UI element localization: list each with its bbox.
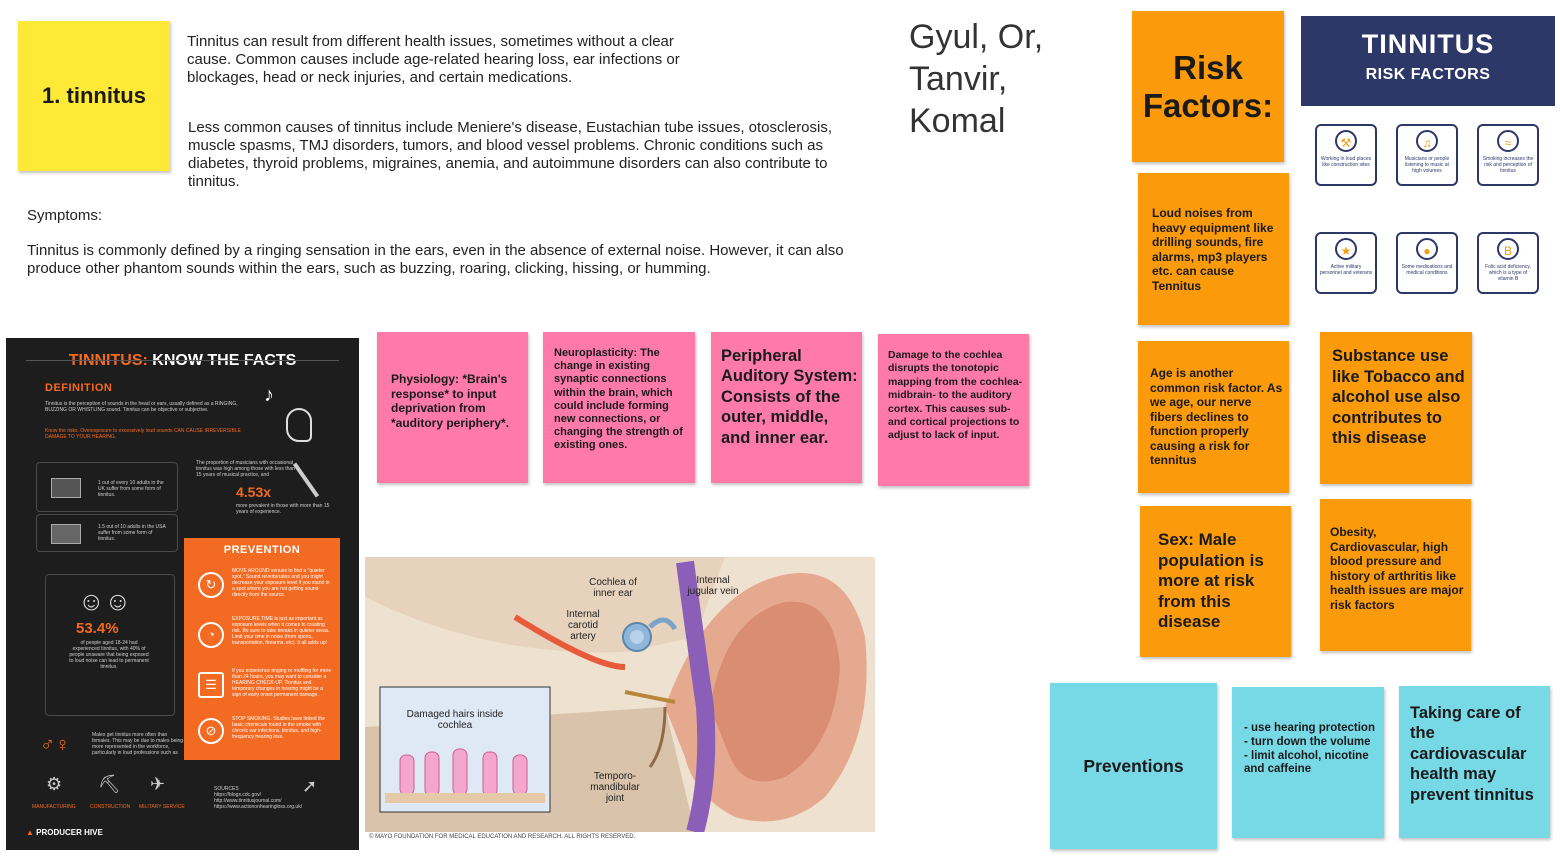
label-cochlea: Cochlea of inner ear (589, 577, 637, 599)
category-military: MILITARY SERVICE (139, 804, 185, 810)
uk-stat-text: 1 out of every 10 adults in the UK suffe… (98, 480, 164, 498)
peripheral-text: Peripheral Auditory System: Consists of … (721, 347, 858, 447)
label-tmj: Temporo-mandibular joint (590, 771, 640, 804)
infographic-title: TINNITUS: KNOW THE FACTS (68, 352, 297, 369)
risk-card-title: TINNITUS (1361, 29, 1495, 59)
no-smoking-icon: ⊘ (198, 718, 224, 744)
label-damaged-hairs: Damaged hairs inside cochlea (406, 709, 504, 731)
physiology-text: Physiology: *Brain's response* to input … (391, 372, 510, 430)
prevention-item-2: EXPOSURE TIME is just as important as ex… (232, 616, 330, 646)
know-the-facts-infographic[interactable]: TINNITUS: KNOW THE FACTS DEFINITION Tinn… (6, 338, 359, 850)
definition-text: Tinnitus is the perception of sounds in … (45, 401, 238, 413)
risk-factors-sticky[interactable]: Risk Factors: (1132, 11, 1284, 162)
obesity-sticky[interactable]: Obesity, Cardiovascular, high blood pres… (1320, 499, 1471, 651)
big-stat: 4.53x (236, 484, 272, 500)
usa-flag-icon (51, 524, 81, 544)
peripheral-sticky[interactable]: Peripheral Auditory System: Consists of … (711, 332, 862, 483)
age-stat-box (45, 574, 175, 716)
people-icon: ☺☺ (78, 586, 132, 616)
damage-text: Damage to the cochlea disrupts the tonot… (888, 349, 1023, 442)
prevention-panel: PREVENTION ↻ MOVE AROUND venues to find … (184, 538, 340, 760)
age-text: Age is another common risk factor. As we… (1150, 366, 1283, 467)
preventions-heading: Preventions (1083, 756, 1184, 776)
cursor-icon: ➚ (302, 776, 318, 796)
move-around-icon: ↻ (198, 572, 224, 598)
risk-card-banner: TINNITUS RISK FACTORS (1301, 16, 1555, 106)
prevention-item-3: If you experience ringing or muffling fo… (232, 668, 332, 698)
physiology-sticky[interactable]: Physiology: *Brain's response* to input … (377, 332, 528, 483)
headphones-icon: ♫ (1416, 130, 1438, 152)
substance-text: Substance use like Tobacco and alcohol u… (1332, 347, 1465, 447)
authors-text: Gyul, Or, Tanvir, Komal (909, 18, 1044, 140)
title-sticky-label: 1. tinnitus (42, 83, 146, 108)
prevention-list-sticky[interactable]: - use hearing protection - turn down the… (1232, 687, 1384, 838)
category-manufacturing: MANUFACTURING (32, 804, 76, 810)
risk-factors-heading: Risk Factors: (1142, 49, 1274, 124)
males-text: Males get tinnitus more often than femal… (92, 732, 184, 756)
risk-card-item: ♫Musicians or people listening to music … (1396, 124, 1458, 186)
label-jugular-vein: Internal jugular vein (687, 575, 739, 597)
obesity-text: Obesity, Cardiovascular, high blood pres… (1330, 525, 1464, 612)
age-sticky[interactable]: Age is another common risk factor. As we… (1138, 341, 1289, 493)
loud-noises-text: Loud noises from heavy equipment like dr… (1152, 206, 1274, 293)
cardio-text: Taking care of the cardiovascular health… (1410, 704, 1534, 804)
label-carotid-artery: Internal carotid artery (566, 609, 600, 642)
usa-stat-box (36, 514, 178, 552)
symptoms-text: Tinnitus is commonly defined by a ringin… (27, 242, 844, 277)
pct-stat-text: of people aged 18-24 had experienced tin… (69, 640, 149, 670)
risk-warning-text: Know the risks. Overexposure to excessiv… (45, 428, 241, 440)
military-rank-icon: ★ (1335, 238, 1357, 260)
risk-card-item: ⚒Working in loud places like constructio… (1315, 124, 1377, 186)
checklist-icon: ☰ (198, 672, 224, 698)
cardio-sticky[interactable]: Taking care of the cardiovascular health… (1399, 686, 1550, 838)
uk-flag-icon (51, 478, 81, 498)
clock-icon: ◔ (198, 622, 224, 648)
title-sticky-note[interactable]: 1. tinnitus (18, 21, 170, 171)
neuroplasticity-text: Neuroplasticity: The change in existing … (554, 347, 683, 452)
big-stat-note: more prevalent in those with more than 1… (236, 503, 330, 515)
producer-hive-logo: ▲ PRODUCER HIVE (26, 828, 103, 837)
vitamin-b-icon: B (1497, 238, 1519, 260)
ear-image-credit: © MAYO FOUNDATION FOR MEDICAL EDUCATION … (369, 834, 636, 840)
pct-stat: 53.4% (76, 620, 119, 637)
cigarette-icon: ≈ (1497, 130, 1519, 152)
ear-icon (286, 408, 312, 442)
preventions-sticky[interactable]: Preventions (1050, 683, 1217, 849)
definition-heading: DEFINITION (45, 382, 113, 394)
bell-icon: ♪ (264, 384, 274, 406)
military-icon: ✈ (150, 774, 166, 794)
guitar-icon (292, 462, 320, 498)
sex-sticky[interactable]: Sex: Male population is more at risk fro… (1140, 506, 1291, 657)
risk-card-item: ≈Smoking increases the risk and percepti… (1477, 124, 1539, 186)
sources-text: SOURCES https://blogs.cdc.gov/ http://ww… (214, 786, 303, 810)
prevention-list-text: - use hearing protection - turn down the… (1244, 722, 1375, 776)
drill-icon: ⚒ (1335, 130, 1357, 152)
symptoms-label: Symptoms: (27, 207, 103, 224)
ear-illustration (365, 557, 875, 832)
manufacturing-icon: ⚙ (46, 774, 63, 794)
damage-sticky[interactable]: Damage to the cochlea disrupts the tonot… (878, 334, 1029, 486)
risk-card-item: ★Active military personnel and veterans (1315, 232, 1377, 294)
substance-sticky[interactable]: Substance use like Tobacco and alcohol u… (1320, 332, 1472, 484)
neuroplasticity-sticky[interactable]: Neuroplasticity: The change in existing … (543, 332, 695, 483)
pill-icon: ● (1416, 238, 1438, 260)
loud-noises-sticky[interactable]: Loud noises from heavy equipment like dr… (1138, 173, 1289, 325)
musicians-text: The proportion of musicians with occasio… (196, 460, 295, 478)
sex-text: Sex: Male population is more at risk fro… (1158, 530, 1264, 631)
risk-card-item: ●Some medications and medical conditions (1396, 232, 1458, 294)
intro-paragraph-2: Less common causes of tinnitus include M… (188, 119, 833, 190)
prevention-item-4: STOP SMOKING. Studies have linked the ba… (232, 716, 325, 740)
prevention-item-1: MOVE AROUND venues to find a "quieter sp… (232, 568, 330, 598)
prevention-heading: PREVENTION (223, 544, 301, 556)
construction-icon: ⛏ (98, 774, 121, 794)
title-rule (26, 360, 339, 361)
intro-paragraph-1: Tinnitus can result from different healt… (187, 33, 680, 86)
usa-stat-text: 1.5 out of 10 adults in the USA suffer f… (98, 524, 166, 542)
gender-icon: ♂♀ (40, 734, 70, 756)
risk-card-subtitle: RISK FACTORS (1365, 66, 1491, 83)
uk-stat-box (36, 462, 178, 512)
ear-anatomy-image[interactable]: Cochlea of inner ear Internal jugular ve… (365, 557, 875, 832)
category-construction: CONSTRUCTION (90, 804, 131, 810)
